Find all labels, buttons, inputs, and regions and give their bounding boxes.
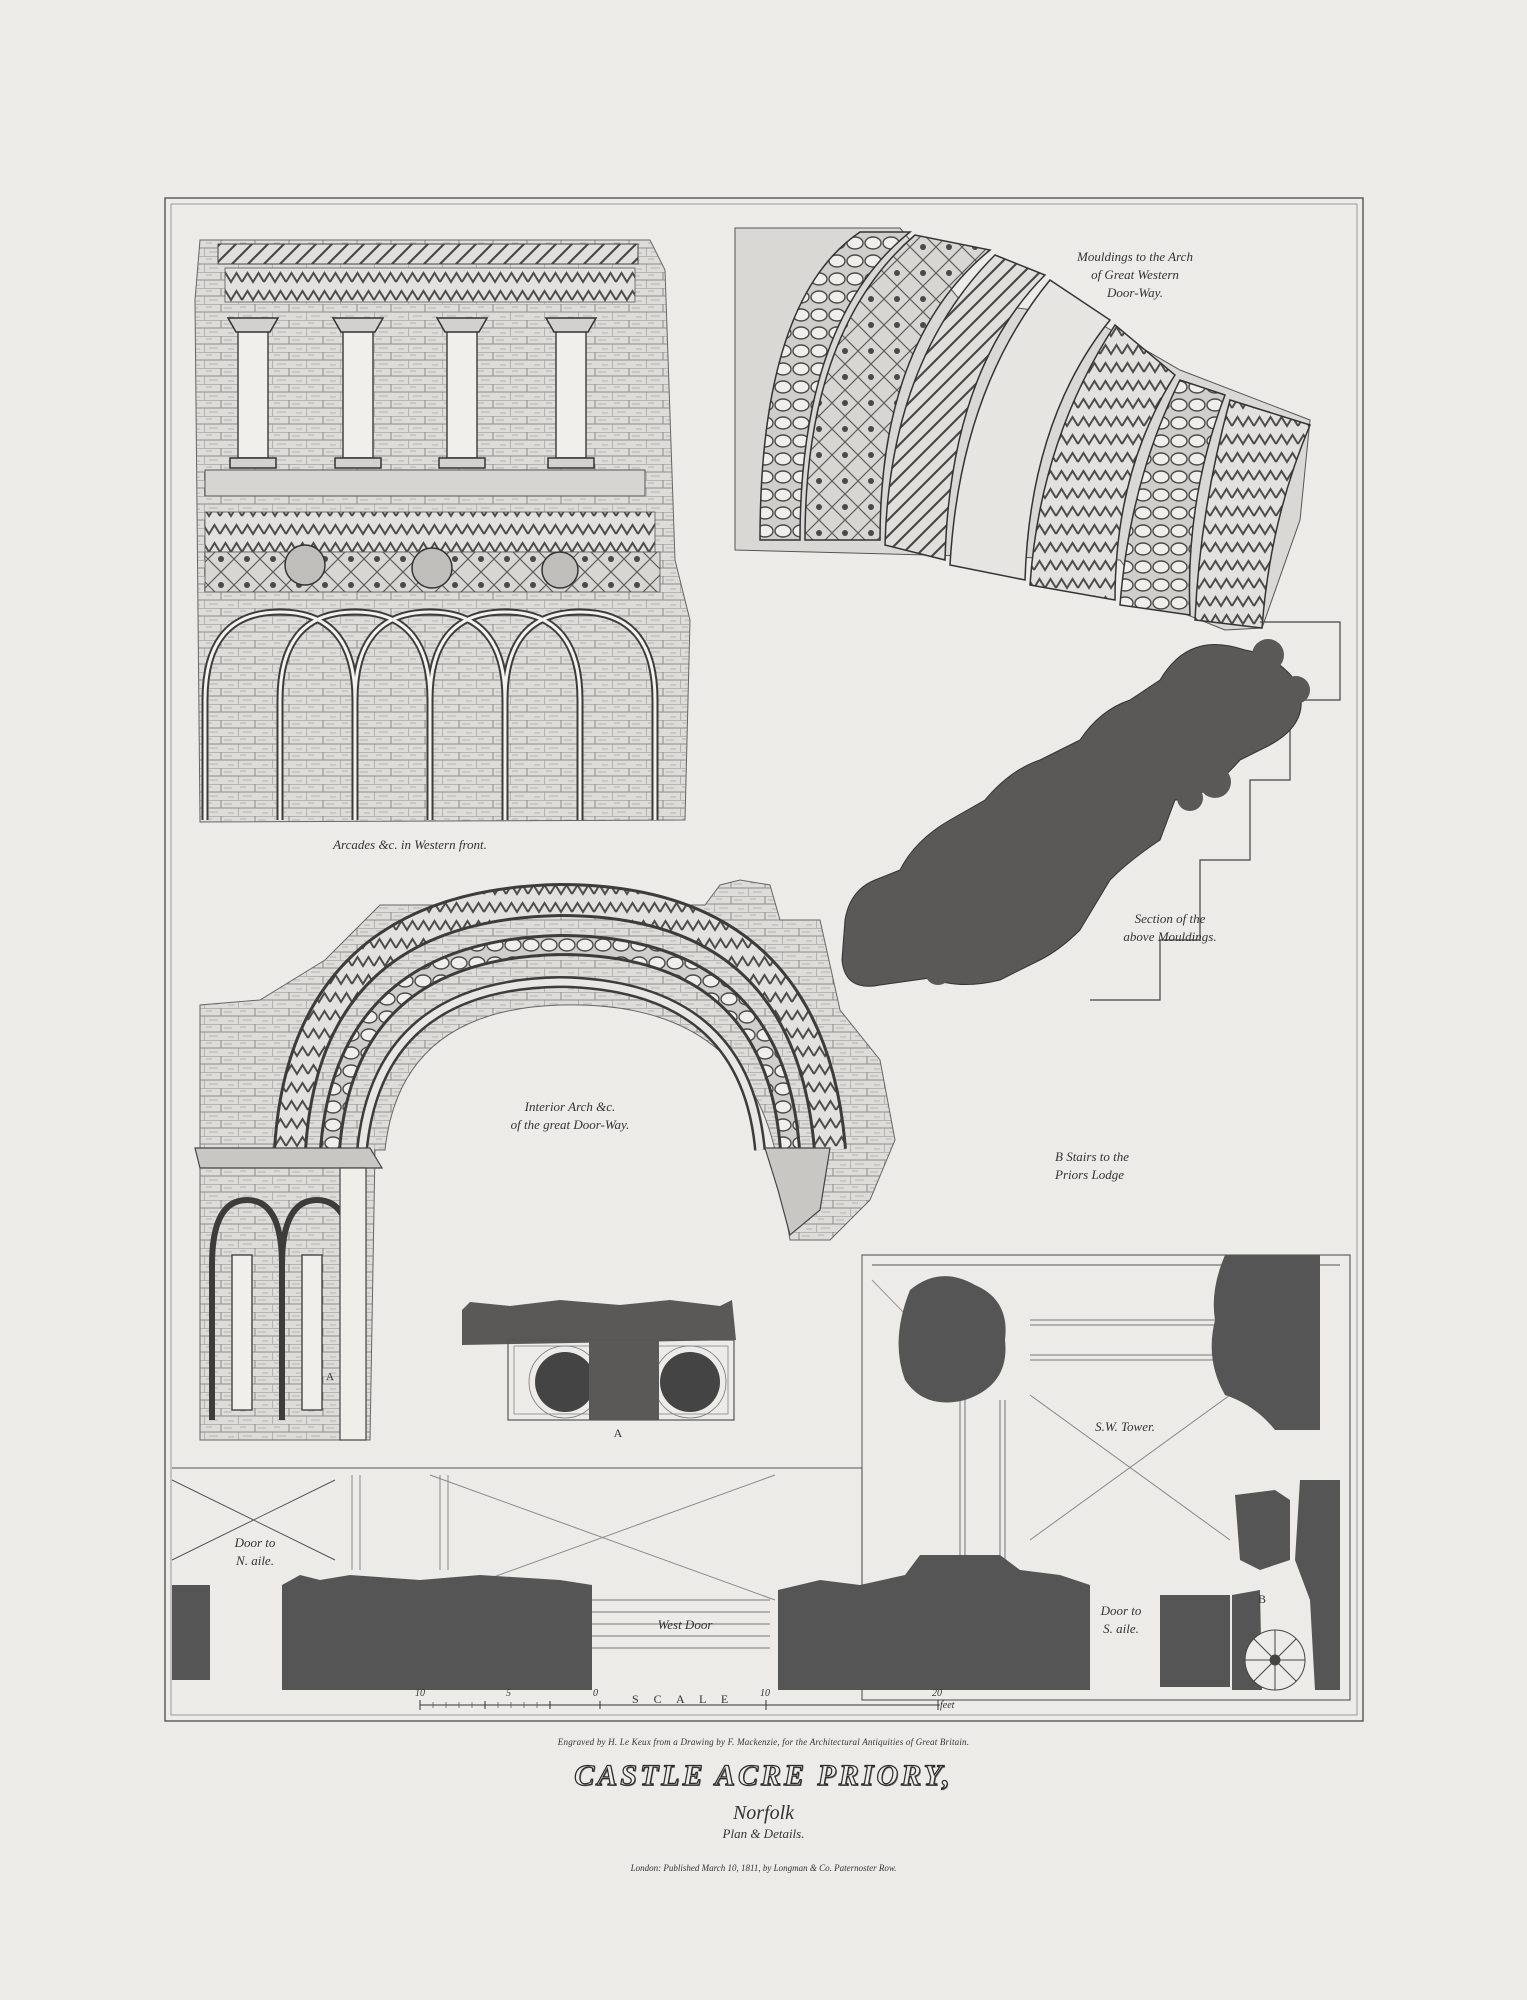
floor-plan-walls <box>172 1255 1340 1690</box>
mouldings-arch-drawing <box>734 227 1312 631</box>
label-letter-a: A <box>613 1426 623 1440</box>
label-letter-b: B <box>1257 1592 1266 1606</box>
spiral-stair <box>1244 1629 1306 1691</box>
engraver-credit: Engraved by H. Le Keux from a Drawing by… <box>557 1737 970 1747</box>
scale-tick-2: 0 <box>593 1688 598 1699</box>
label-section-mouldings: Section of the above Mouldings. <box>1123 911 1217 944</box>
publication-line: London: Published March 10, 1811, by Lon… <box>630 1863 897 1873</box>
scale-title: S C A L E <box>632 1692 735 1706</box>
arcades-drawing <box>194 239 691 823</box>
scale-bar <box>419 1700 940 1710</box>
scale-tick-3: 10 <box>760 1688 770 1699</box>
scale-tick-4: 20 <box>932 1688 942 1699</box>
scale-tick-0: 10 <box>415 1688 425 1699</box>
label-letter-a-small: A <box>326 1371 334 1383</box>
scale-unit: feet <box>940 1700 955 1711</box>
plate-subtitle: Plan & Details. <box>722 1826 805 1841</box>
interior-arch-drawing <box>194 879 896 1441</box>
label-interior-arch: Interior Arch &c. of the great Door-Way. <box>510 1099 630 1132</box>
section-a-drawing <box>462 1300 736 1421</box>
label-sw-tower: S.W. Tower. <box>1095 1419 1155 1434</box>
label-mouldings-arch: Mouldings to the Arch of Great Western D… <box>1077 249 1193 300</box>
label-door-s: Door to S. aile. <box>1100 1603 1142 1636</box>
label-arcades: Arcades &c. in Western front. <box>333 837 487 852</box>
label-west-door: West Door <box>657 1617 713 1632</box>
section-mouldings-drawing <box>841 621 1341 1001</box>
label-door-n: Door to N. aile. <box>234 1535 276 1568</box>
plate-title: CASTLE ACRE PRIORY, <box>574 1758 953 1792</box>
label-stairs: B Stairs to the Priors Lodge <box>1055 1149 1130 1182</box>
plate-county: Norfolk <box>732 1802 795 1824</box>
scale-tick-1: 5 <box>506 1688 511 1699</box>
